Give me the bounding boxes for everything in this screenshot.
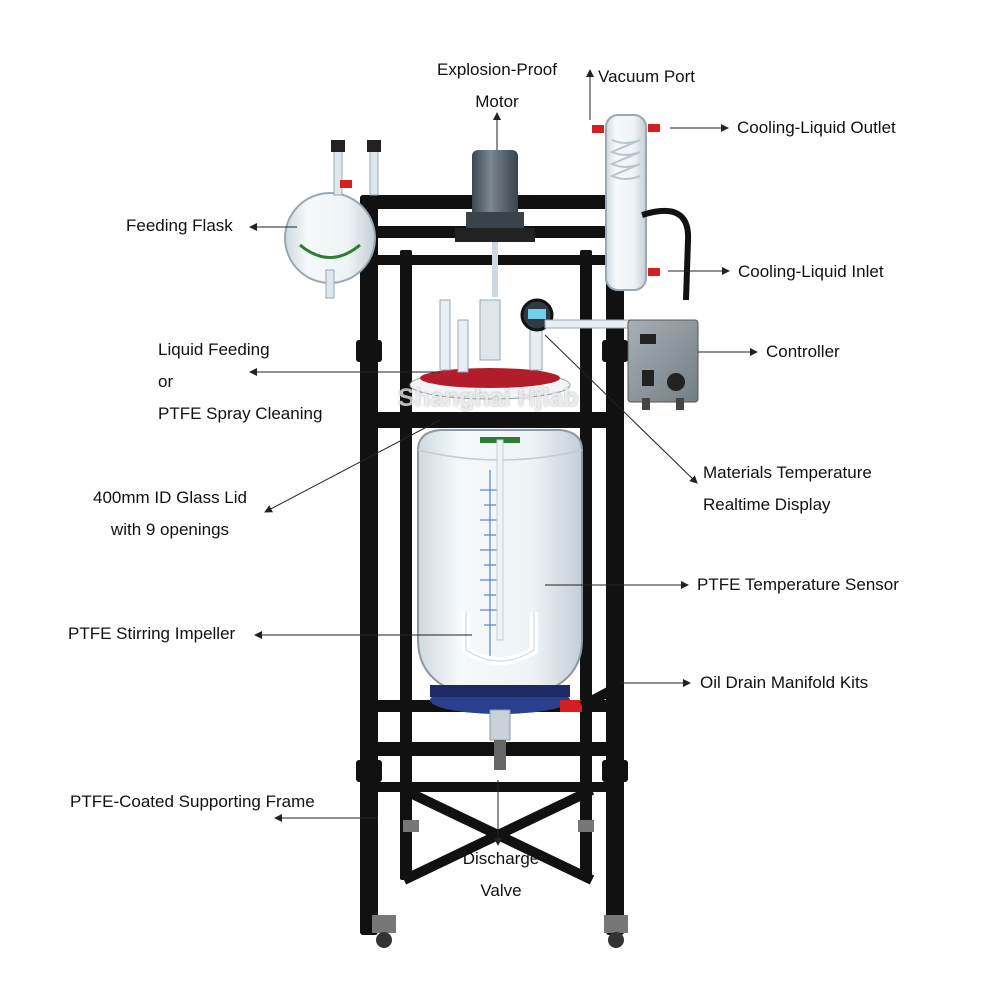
label-cooling-liquid-outlet: Cooling-Liquid Outlet bbox=[737, 118, 896, 137]
stirring-impeller bbox=[462, 612, 538, 665]
caster-wheels bbox=[372, 820, 628, 948]
watermark: Shanghai Hjlab bbox=[398, 384, 579, 412]
label-temperature-display-line-1: Materials Temperature bbox=[703, 463, 872, 482]
label-discharge-valve-line-2: Valve bbox=[480, 881, 522, 900]
label-glass-lid: 400mm ID Glass Lid with 9 openings bbox=[80, 482, 260, 546]
label-stirring-impeller: PTFE Stirring Impeller bbox=[68, 624, 236, 643]
label-motor-line-1: Explosion-Proof bbox=[436, 60, 557, 79]
label-motor-line-2: Motor bbox=[475, 92, 519, 111]
feeding-flask bbox=[284, 140, 381, 299]
label-liquid-feeding: Liquid Feeding or PTFE Spray Cleaning bbox=[158, 334, 322, 430]
label-motor: Explosion-Proof Motor bbox=[428, 54, 566, 118]
bottom-flange bbox=[430, 660, 617, 770]
label-temperature-display-line-2: Realtime Display bbox=[703, 495, 831, 514]
glass-vessel bbox=[417, 429, 583, 702]
label-temperature-display: Materials Temperature Realtime Display bbox=[703, 457, 872, 521]
glass-lid bbox=[409, 298, 631, 400]
condenser bbox=[592, 114, 692, 301]
label-liquid-feeding-line-1: Liquid Feeding bbox=[158, 340, 270, 359]
label-cooling-liquid-inlet: Cooling-Liquid Inlet bbox=[738, 262, 884, 281]
explosion-proof-motor bbox=[455, 150, 535, 297]
label-temperature-sensor: PTFE Temperature Sensor bbox=[697, 575, 899, 594]
label-discharge-valve-line-1: Discharge bbox=[462, 849, 540, 868]
label-glass-lid-line-2: with 9 openings bbox=[110, 520, 230, 539]
controller-box bbox=[627, 319, 699, 410]
label-oil-drain: Oil Drain Manifold Kits bbox=[700, 673, 869, 692]
label-discharge-valve: Discharge Valve bbox=[446, 843, 556, 907]
leader-lines bbox=[249, 69, 758, 846]
label-liquid-feeding-line-2: or bbox=[158, 372, 174, 391]
label-supporting-frame: PTFE-Coated Supporting Frame bbox=[70, 792, 315, 811]
label-glass-lid-line-1: 400mm ID Glass Lid bbox=[93, 488, 247, 507]
label-feeding-flask: Feeding Flask bbox=[126, 216, 233, 235]
label-liquid-feeding-line-3: PTFE Spray Cleaning bbox=[158, 404, 323, 423]
label-vacuum-port: Vacuum Port bbox=[598, 67, 696, 86]
label-controller: Controller bbox=[766, 342, 840, 361]
